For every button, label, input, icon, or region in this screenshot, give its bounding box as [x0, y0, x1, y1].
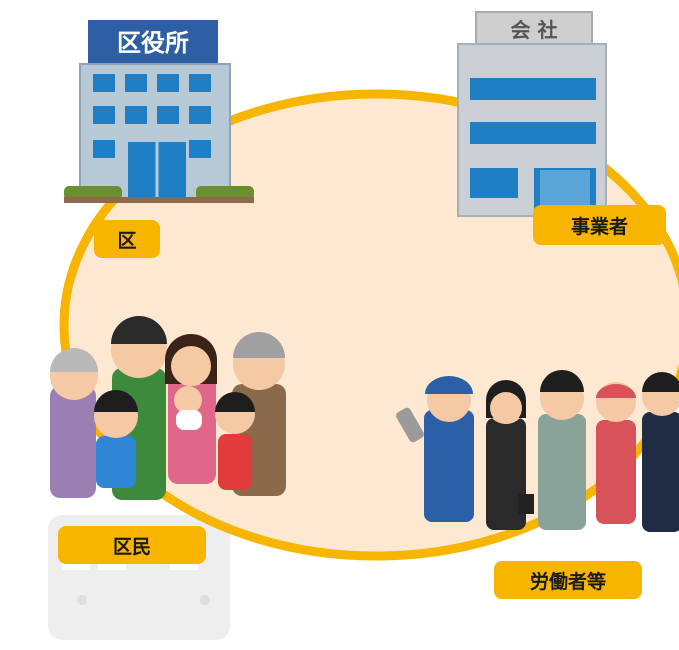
- company-label: 事業者: [533, 205, 666, 245]
- ward-label: 区: [94, 220, 160, 258]
- workers-label: 労働者等: [494, 561, 642, 599]
- residents-label: 区民: [58, 526, 206, 564]
- ward-office-building: 区役所: [64, 20, 254, 203]
- workers-illustration: [396, 370, 679, 532]
- ward-office-sign: 区役所: [117, 29, 189, 57]
- residents-family-illustration: [50, 316, 286, 500]
- company-sign: 会 社: [511, 18, 558, 42]
- company-building: 会 社: [457, 11, 607, 217]
